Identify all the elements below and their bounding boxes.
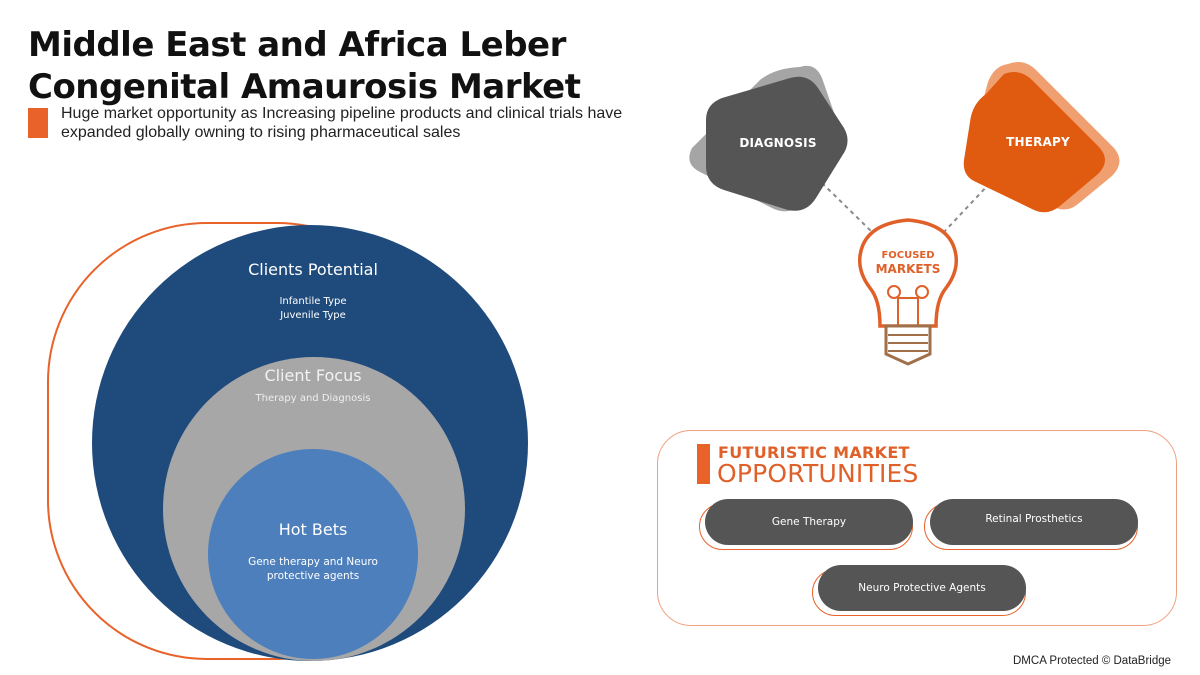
focused-markets-line1: FOCUSED: [881, 250, 935, 261]
opportunity-label: Neuro Protective Agents: [818, 565, 1026, 611]
diagnosis-card: [706, 76, 848, 211]
opportunities-panel: [657, 430, 1177, 626]
focused-markets-label: FOCUSED MARKETS: [858, 250, 958, 276]
subtitle-accent-bar: [28, 108, 48, 138]
focused-markets-graphic: [689, 62, 1120, 366]
dmca-footer: DMCA Protected © DataBridge: [1013, 655, 1172, 667]
focused-markets-line2: MARKETS: [875, 262, 941, 276]
client-focus-title: Client Focus: [264, 366, 362, 385]
therapy-card: [963, 72, 1105, 213]
client-focus-item: Therapy and Diagnosis: [255, 393, 371, 404]
therapy-label: THERAPY: [1006, 135, 1070, 149]
hot-bets-item: Gene therapy and Neuro: [248, 556, 378, 568]
opportunity-gene-therapy: Gene Therapy: [699, 499, 913, 550]
page-title: Middle East and Africa Leber Congenital …: [28, 25, 581, 107]
clients-potential-title: Clients Potential: [248, 260, 378, 279]
diagnosis-label: DIAGNOSIS: [739, 136, 817, 150]
hot-bets-items: Gene therapy and Neuro protective agents: [228, 555, 398, 583]
clients-potential-items: Infantile Type Juvenile Type: [213, 295, 413, 323]
opportunity-neuro-protective-agents: Neuro Protective Agents: [812, 565, 1026, 616]
page-subtitle: Huge market opportunity as Increasing pi…: [61, 105, 623, 141]
opportunity-label: Retinal Prosthetics: [930, 499, 1138, 545]
hot-bets-title: Hot Bets: [278, 520, 348, 539]
opportunities-accent-bar: [697, 444, 710, 484]
opportunities-title-line1: FUTURISTIC MARKET: [718, 443, 910, 462]
circle-hot-bets: [208, 449, 418, 659]
clients-potential-item: Infantile Type: [279, 296, 347, 307]
clients-potential-item: Juvenile Type: [280, 310, 346, 321]
hot-bets-item: protective agents: [266, 570, 360, 582]
opportunities-title-line2: OPPORTUNITIES: [717, 459, 919, 488]
opportunity-retinal-prosthetics: Retinal Prosthetics: [924, 499, 1138, 550]
lightbulb-icon: [857, 218, 959, 366]
opportunity-label: Gene Therapy: [705, 499, 913, 545]
